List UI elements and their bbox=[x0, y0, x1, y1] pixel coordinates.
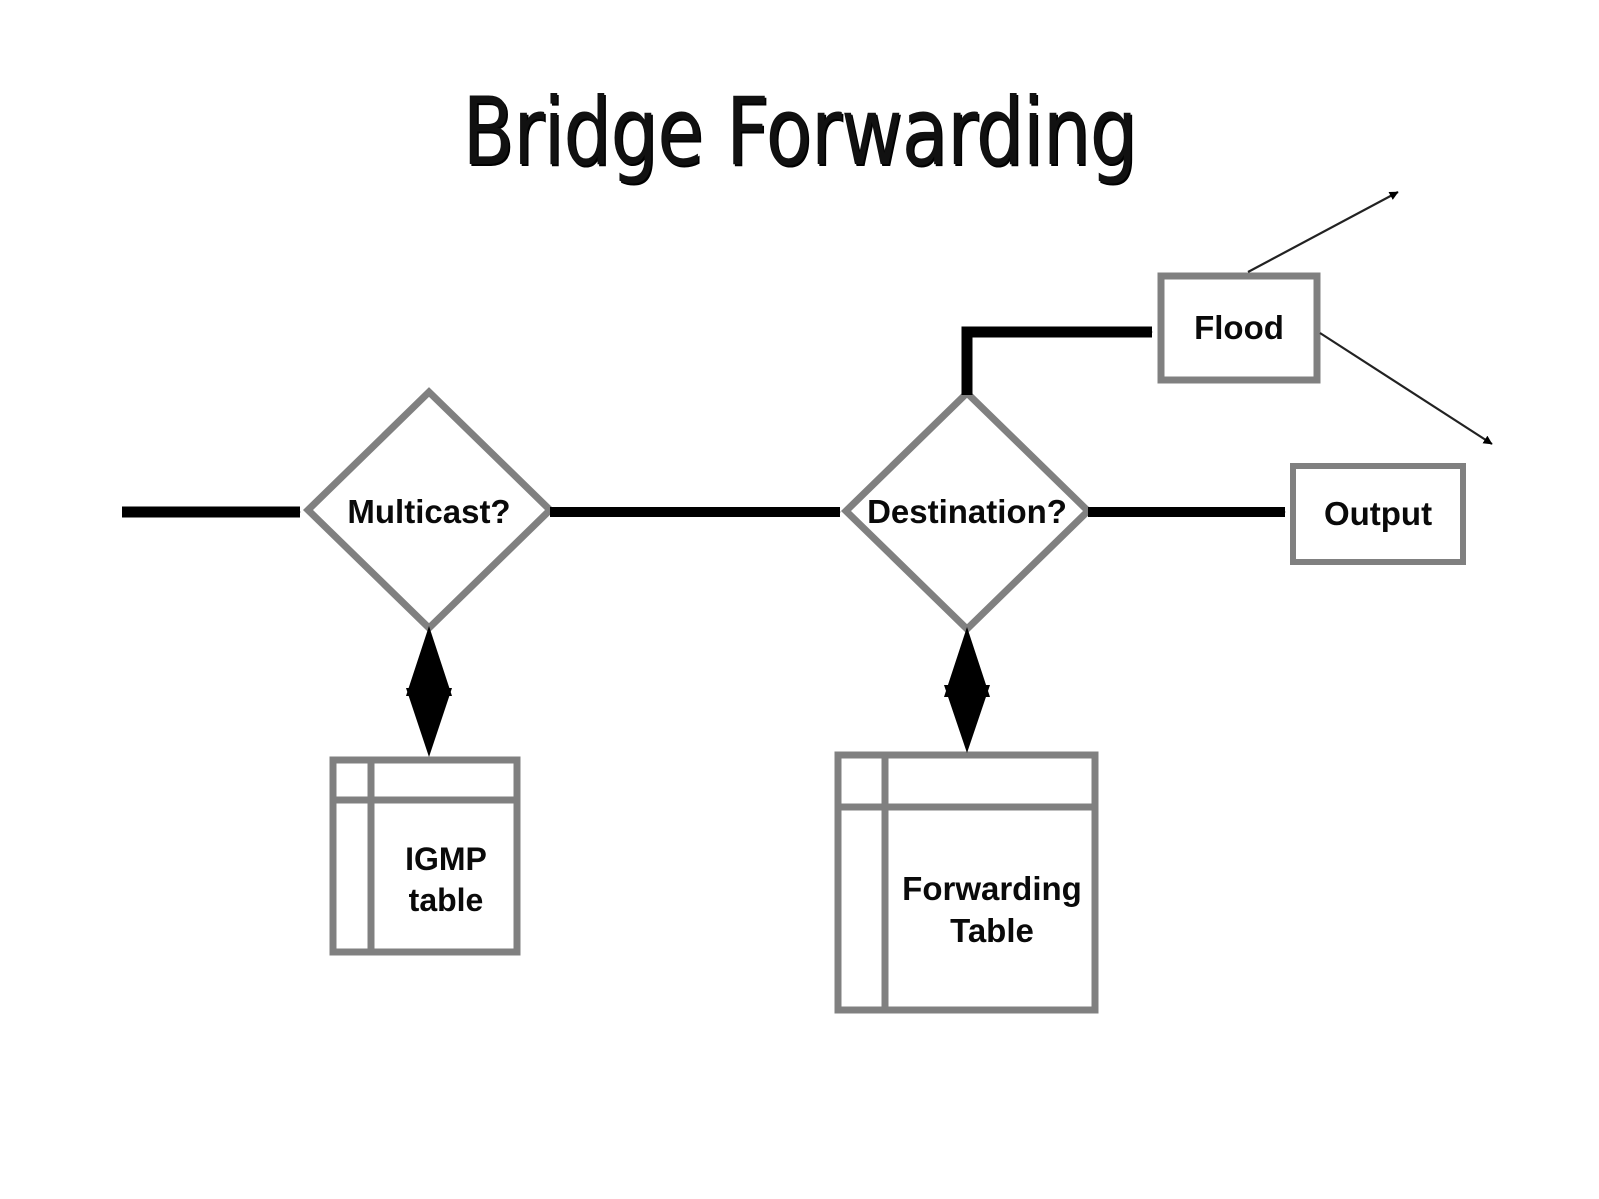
decision-diamond-icon-destination[interactable] bbox=[840, 388, 1094, 634]
table-icon-igmp[interactable] bbox=[329, 756, 521, 956]
edge-flood-out-lower bbox=[1319, 332, 1493, 445]
decision-diamond-icon-multicast[interactable] bbox=[302, 387, 556, 633]
page-title: Bridge Forwarding bbox=[462, 78, 1137, 187]
process-box-icon-flood[interactable] bbox=[1157, 272, 1321, 384]
edge-destination-to-forwarding-table bbox=[944, 627, 990, 753]
edge-multicast-to-igmp-table bbox=[406, 626, 452, 757]
process-box-icon-output[interactable] bbox=[1290, 463, 1466, 565]
table-icon-forwarding[interactable] bbox=[834, 751, 1099, 1014]
edge-flood-out-upper bbox=[1247, 191, 1399, 273]
edge-destination-to-flood bbox=[961, 326, 1153, 395]
